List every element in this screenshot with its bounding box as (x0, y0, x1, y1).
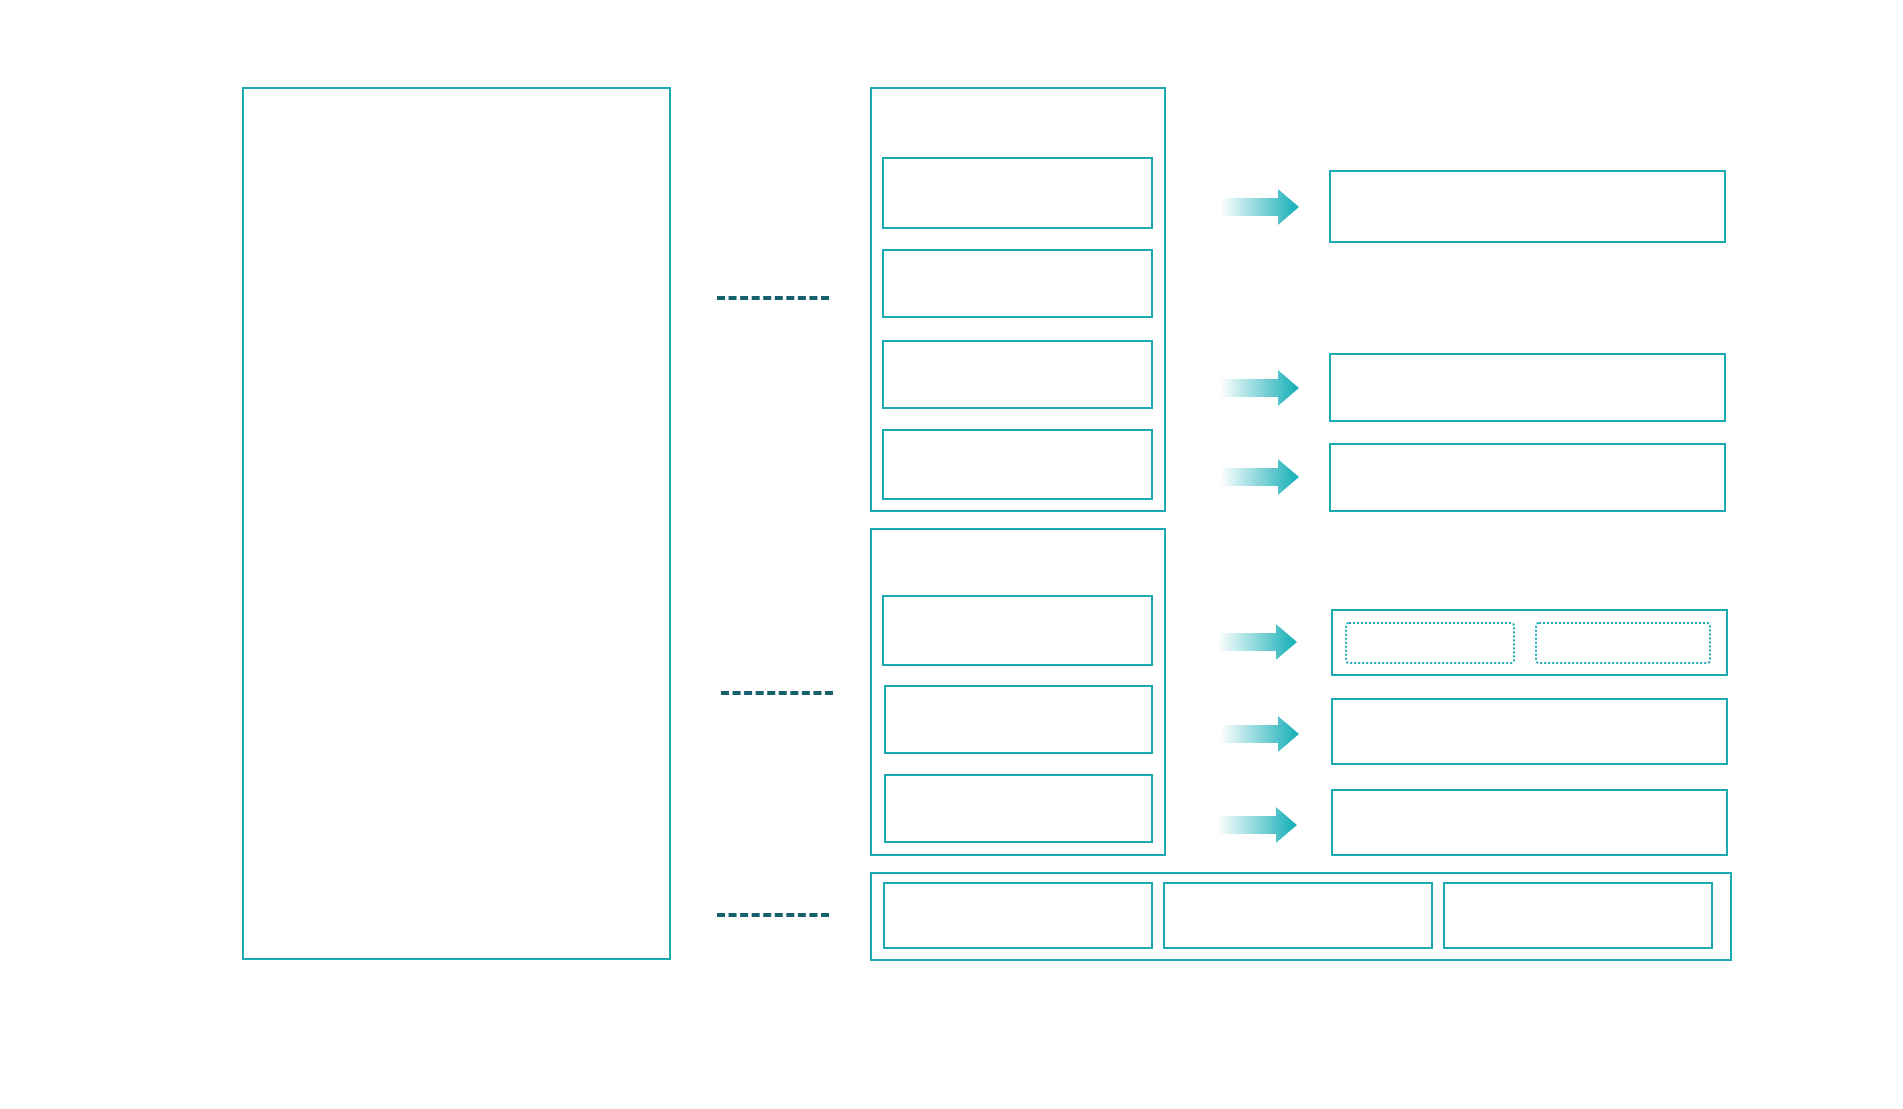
output-2 (1329, 353, 1726, 422)
group-two (870, 528, 1166, 856)
group-two-item-3 (884, 774, 1153, 843)
arrow-right-icon (1220, 370, 1299, 406)
arrow-right-icon (1220, 716, 1299, 752)
group-one-item-2 (882, 249, 1153, 318)
bottom-row (870, 872, 1732, 961)
connector-bottom (717, 913, 829, 917)
arrow-right-icon (1220, 459, 1299, 495)
connector-top (717, 296, 829, 300)
left-block (242, 87, 671, 960)
output-3 (1329, 443, 1726, 512)
output-1 (1329, 170, 1726, 243)
group-one (870, 87, 1166, 512)
output-5 (1331, 698, 1728, 765)
bottom-row-item-3 (1443, 882, 1713, 949)
output-4-sub-2 (1535, 622, 1711, 664)
output-4 (1331, 609, 1728, 676)
group-one-item-1 (882, 157, 1153, 229)
group-one-item-4 (882, 429, 1153, 500)
connector-middle (721, 691, 833, 695)
bottom-row-item-1 (883, 882, 1153, 949)
arrow-right-icon (1218, 807, 1297, 843)
group-two-item-1 (882, 595, 1153, 666)
output-6 (1331, 789, 1728, 856)
group-two-item-2 (884, 685, 1153, 754)
arrow-right-icon (1220, 189, 1299, 225)
output-4-sub-1 (1345, 622, 1515, 664)
group-one-item-3 (882, 340, 1153, 409)
arrow-right-icon (1218, 624, 1297, 660)
bottom-row-item-2 (1163, 882, 1433, 949)
